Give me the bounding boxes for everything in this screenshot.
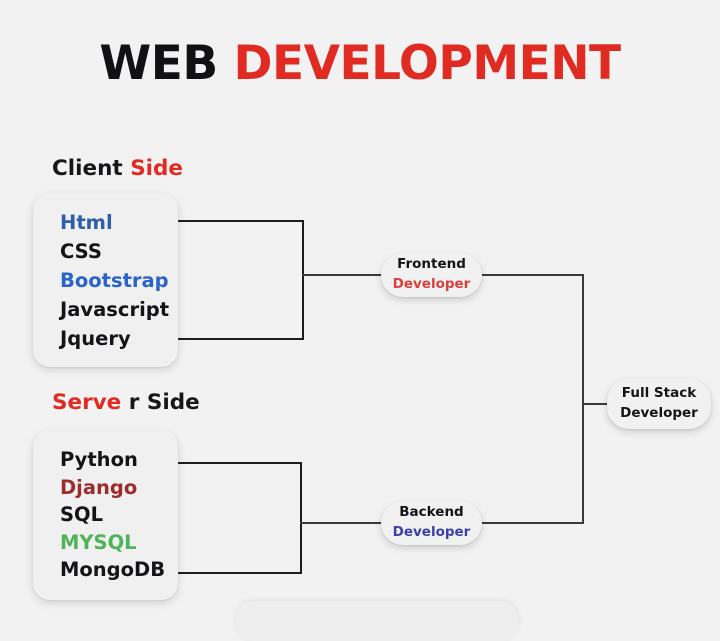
frontend-label-line2: Developer: [392, 276, 471, 292]
title-word-development: DEVELOPMENT: [233, 36, 622, 91]
tech-item-django: Django: [60, 475, 138, 499]
partial-card-bottom: [236, 601, 518, 641]
heading-client-part2: Side: [130, 156, 184, 181]
heading-server-part2: r Side: [128, 390, 200, 415]
tech-item-bootstrap: Bootstrap: [60, 269, 169, 292]
tech-item-python: Python: [60, 448, 138, 471]
role-node-full-stack-developer: Full Stack Developer: [607, 379, 711, 429]
role-node-frontend-developer: Frontend Developer: [381, 253, 482, 297]
connector-backend-to-fullstack: [482, 522, 584, 524]
heading-client-part1: Client: [52, 156, 123, 181]
connector-server-vertical: [300, 462, 302, 574]
connector-server-top: [178, 462, 302, 464]
connector-client-to-frontend: [302, 274, 382, 276]
tech-item-sql: SQL: [60, 503, 104, 526]
frontend-label-line1: Frontend: [397, 256, 466, 273]
backend-label-line2: Developer: [392, 524, 471, 540]
tech-item-mongodb: MongoDB: [60, 558, 166, 581]
tech-card-client-side: Html CSS Bootstrap Javascript Jquery: [33, 193, 178, 367]
fullstack-label-line2: Developer: [620, 405, 698, 421]
connector-server-to-backend: [300, 522, 382, 524]
title-word-web: WEB: [99, 36, 218, 91]
connector-client-vertical: [302, 220, 304, 340]
tech-item-mysql: MYSQL: [60, 530, 137, 554]
heading-server-part1: Serve: [52, 390, 122, 415]
connector-fullstack-vertical: [582, 274, 584, 524]
tech-item-css: CSS: [60, 240, 102, 263]
fullstack-label-line1: Full Stack: [621, 385, 697, 402]
connector-client-bottom: [178, 338, 304, 340]
tech-item-html: Html: [60, 211, 113, 234]
section-heading-client-side: Client Side: [52, 158, 183, 180]
tech-item-jquery: Jquery: [60, 327, 131, 350]
backend-label-line1: Backend: [399, 504, 464, 521]
section-heading-server-side: Serve r Side: [52, 392, 200, 414]
connector-server-bottom: [178, 572, 302, 574]
connector-fullstack-stub: [582, 403, 609, 405]
role-node-backend-developer: Backend Developer: [381, 501, 482, 545]
connector-frontend-to-fullstack: [482, 274, 584, 276]
connector-client-top: [178, 220, 304, 222]
page-title: WEB DEVELOPMENT: [0, 40, 720, 87]
tech-item-javascript: Javascript: [60, 298, 170, 321]
tech-card-server-side: Python Django SQL MYSQL MongoDB: [33, 430, 178, 600]
infographic-canvas: WEB DEVELOPMENT Client Side Html CSS Boo…: [0, 40, 720, 600]
